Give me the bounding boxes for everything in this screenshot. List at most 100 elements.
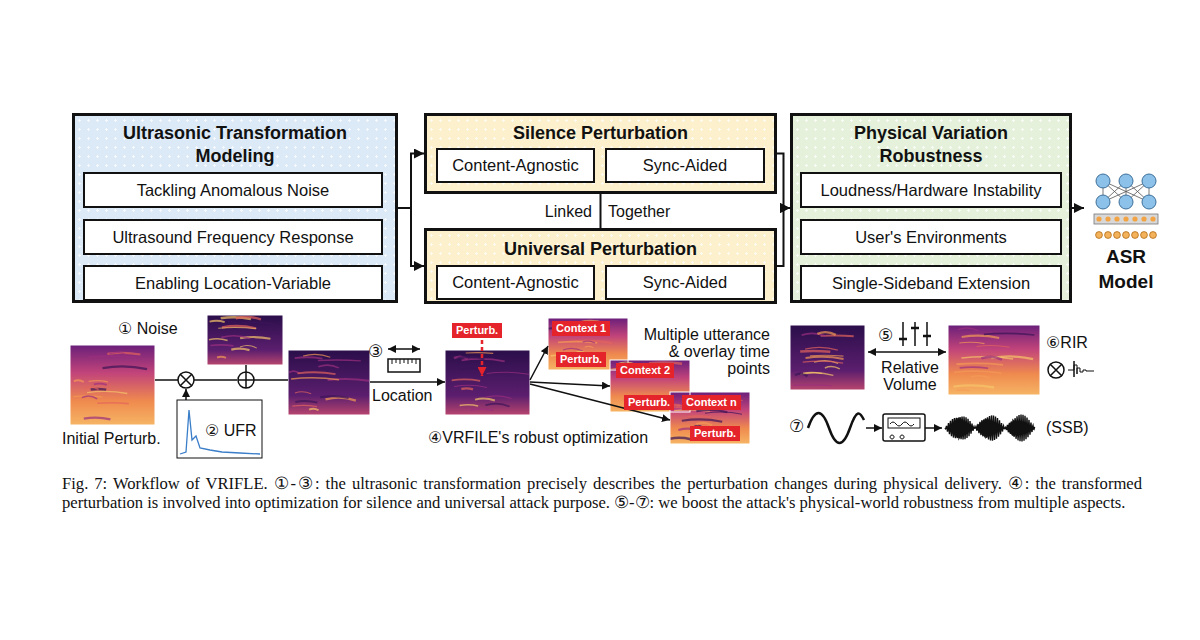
spectrogram-streak [318, 359, 361, 361]
slider-icon [903, 322, 927, 346]
spectrograms [70, 315, 1040, 444]
spectrogram-streak [696, 423, 712, 425]
neural-net-icon [1094, 214, 1158, 224]
annotation-label: Initial Perturb. [62, 430, 161, 447]
module-panel: Content-AgnosticSync-AidedUniversal Pert… [424, 228, 777, 304]
multiply-symbol [178, 372, 194, 388]
spectrogram-streak [953, 385, 994, 387]
module-panel: Loudness/Hardware InstabilityUser's Envi… [790, 113, 1072, 303]
spectrogram [670, 392, 750, 444]
connector [398, 208, 424, 266]
spectrogram-streak [475, 398, 495, 400]
spectrogram-streak [295, 392, 311, 394]
distance-arrow [388, 348, 420, 350]
spectrogram-streak [558, 342, 597, 343]
spectrogram-streak [241, 322, 274, 324]
neural-net-icon [1114, 216, 1119, 221]
tag-label: Perturb. [452, 323, 502, 338]
process-box: Ultrasound Frequency Response [83, 219, 383, 255]
signal-chain [155, 322, 1094, 458]
spectrogram-streak [563, 348, 583, 351]
neural-net-icon [1096, 195, 1110, 209]
tag-label: Context 2 [616, 363, 674, 378]
ruler-icon [392, 359, 416, 364]
spectrogram-streak [217, 357, 226, 358]
spectrogram-streak [460, 369, 482, 370]
spectrogram-streak [682, 419, 722, 421]
spectrogram-streak [231, 349, 249, 351]
module-panel: Content-AgnosticSync-AidedSilence Pertur… [424, 113, 777, 194]
spectrogram-streak [958, 328, 979, 331]
annotation-label: ② UFR [205, 422, 257, 439]
spectrogram-streak [793, 384, 832, 386]
spectrogram-streak [705, 412, 742, 414]
spectrogram-streak [452, 379, 481, 380]
modulator-icon [888, 418, 920, 428]
spectrogram-streak [87, 391, 127, 393]
spectrogram-streak [803, 372, 822, 373]
spectrogram-streak [326, 398, 356, 401]
spectrogram-frame [610, 360, 690, 412]
spectrogram-streak [210, 321, 225, 322]
tag-label: Perturb. [556, 352, 606, 367]
neural-net-icon [1119, 174, 1133, 188]
neural-net-icon [1150, 232, 1157, 239]
spectrogram-streak [962, 336, 1000, 338]
neural-net-icon [1105, 216, 1110, 221]
spectrogram-streak [221, 336, 250, 339]
panel-title-wrap: Ultrasonic Transformation Modeling [75, 122, 395, 168]
spectrogram-frame [288, 350, 370, 415]
process-box: Sync-Aided [605, 148, 765, 183]
box-label: Sync-Aided [643, 156, 727, 175]
neural-net-icon [1096, 216, 1101, 221]
spectrogram-streak [74, 380, 84, 382]
tag-label: Context 1 [552, 321, 610, 336]
spectrogram-streak [461, 388, 473, 389]
box-label: Ultrasound Frequency Response [112, 228, 353, 247]
rir-impulse [1068, 361, 1094, 377]
spectrogram-frame [445, 350, 530, 415]
spectrogram [790, 325, 865, 390]
process-box: Content-Agnostic [436, 265, 595, 300]
spectrogram-streak [484, 396, 511, 399]
box-label: Enabling Location-Variable [135, 274, 331, 293]
spectrogram-texture [288, 350, 370, 415]
spectrogram-streak [487, 372, 529, 374]
spectrogram-streak [583, 341, 595, 343]
annotation-label: Location [372, 387, 433, 404]
spectrogram-streak [89, 381, 108, 382]
ruler-icon [388, 359, 420, 372]
spectrogram-streak [291, 378, 339, 380]
spectrogram-streak [959, 342, 984, 343]
wire [530, 346, 548, 380]
annotation-label: Together [608, 203, 670, 220]
spectrogram-streak [984, 333, 1035, 335]
spectrogram-streak [803, 361, 843, 363]
spectrogram-texture [670, 392, 750, 444]
slider-icon [899, 328, 931, 339]
spectrogram-streak [466, 352, 493, 354]
neural-net-icon [1105, 232, 1112, 239]
convolve-symbol [1048, 362, 1064, 378]
modulator-icon [883, 414, 925, 441]
spectrogram-streak [806, 357, 844, 359]
neural-net-icon [1142, 174, 1156, 188]
box-label: Loudness/Hardware Instability [820, 181, 1041, 200]
spectrogram-streak [956, 363, 1003, 364]
box-label: Sync-Aided [643, 273, 727, 292]
spectrogram-streak [460, 405, 479, 406]
box-label: User's Environments [855, 228, 1007, 247]
spectrogram-streak [298, 372, 336, 374]
spectrogram-streak [670, 438, 691, 439]
spectrogram-streak [292, 405, 317, 406]
panel-title: Ultrasonic Transformation Modeling [100, 122, 370, 168]
annotation-label: ⑦ [789, 418, 804, 435]
wire [194, 379, 237, 381]
process-box: User's Environments [800, 219, 1062, 255]
process-box: Tackling Anomalous Noise [83, 172, 383, 208]
model-node: ASR Model [1084, 172, 1168, 296]
spectrogram-streak [471, 409, 493, 410]
add-symbol [238, 372, 254, 388]
add-symbol [238, 372, 254, 388]
